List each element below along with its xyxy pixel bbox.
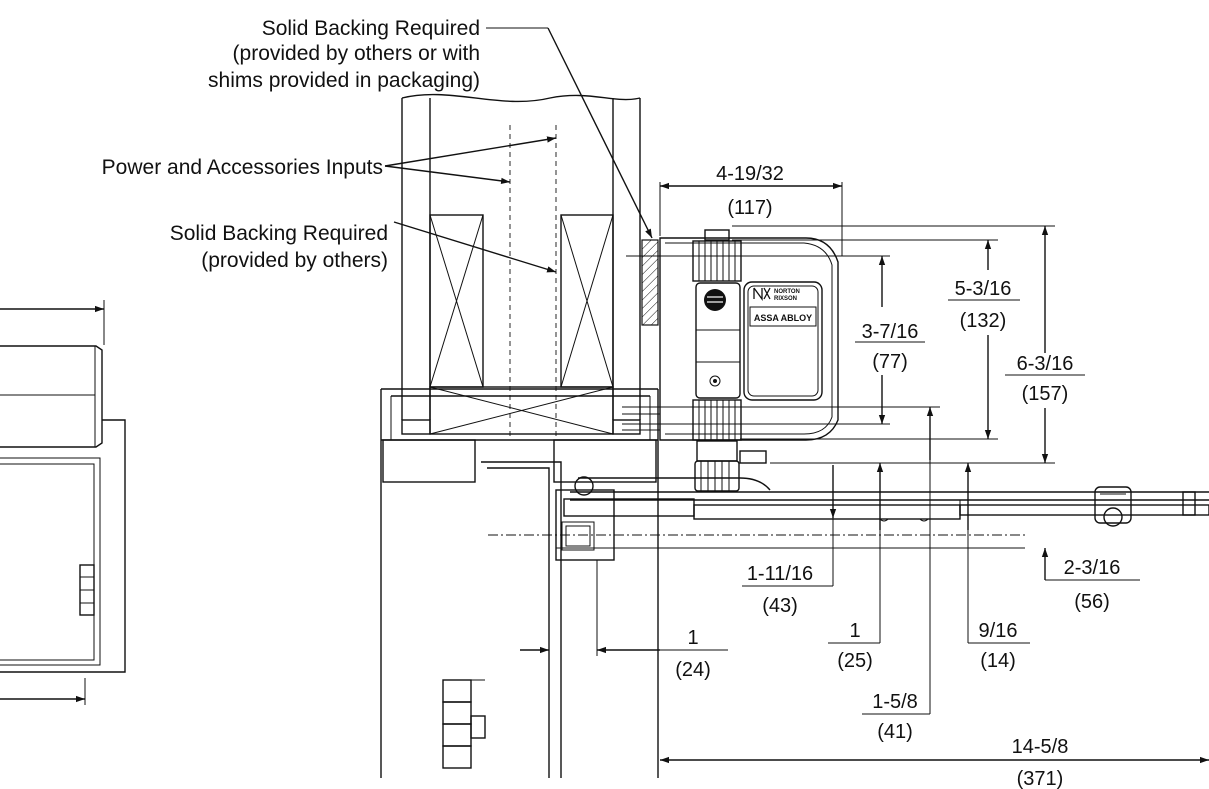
main-arm: [693, 504, 961, 520]
dim-41-imperial: 1-5/8: [872, 691, 918, 713]
spindle-base: [694, 460, 740, 492]
callout-backing-top-line-3: shims provided in packaging): [208, 69, 480, 92]
callout-power-inputs: Power and Accessories Inputs: [102, 156, 383, 179]
dim-157-metric: (157): [1022, 383, 1069, 405]
dim-77-metric: (77): [872, 351, 908, 373]
leader-power-inputs-b: [384, 165, 511, 184]
logo-plate: [743, 281, 823, 401]
callout-backing-top-line-2: (provided by others or with: [233, 42, 480, 65]
frame-profile: [380, 388, 1025, 778]
pivot-left: [574, 476, 594, 496]
dim-157-imperial: 6-3/16: [1017, 353, 1074, 375]
dim-24-imperial: 1: [687, 627, 698, 649]
logo-company: ASSA ABLOY: [754, 313, 812, 323]
dim-77-imperial: 3-7/16: [862, 321, 919, 343]
dim-371-imperial: 14-5/8: [1012, 736, 1069, 758]
left-door-frame: [0, 419, 126, 673]
dimension-geometry: [520, 182, 1209, 764]
wall-section: [401, 93, 659, 440]
dim-371-metric: (371): [1017, 768, 1064, 789]
callout-backing-top-line-1: Solid Backing Required: [262, 17, 480, 40]
arm-shoe: [555, 489, 615, 561]
dimension-text: 4-19/32 (117) 5-3/16 (132) 3-7/16 (77) 6…: [675, 163, 1120, 789]
forearm-pivot: [1094, 486, 1132, 524]
dim-24-metric: (24): [675, 659, 711, 681]
dim-14-imperial: 9/16: [979, 620, 1018, 642]
dim-56-imperial: 2-3/16: [1064, 557, 1121, 579]
adjustment-knob: [704, 289, 726, 311]
dim-56-metric: (56): [1074, 591, 1110, 613]
wall-break-line: [401, 93, 641, 103]
dim-43-imperial: 1-11/16: [747, 563, 813, 585]
logo-brand-line-1: NORTON: [774, 289, 800, 295]
dim-132-imperial: 5-3/16: [955, 278, 1012, 300]
dim-43-metric: (43): [762, 595, 798, 617]
left-closer-body: [0, 345, 103, 448]
dim-14-metric: (14): [980, 650, 1016, 672]
arm-assembly: [563, 476, 1209, 527]
operator-unit: NORTON RIXSON ASSA ABLOY: [659, 229, 839, 492]
callout-text: Solid Backing Required (provided by othe…: [102, 17, 480, 272]
leader-backing-mid: [393, 221, 557, 273]
callout-leaders: [384, 27, 653, 273]
callout-backing-mid-line-1: Solid Backing Required: [170, 222, 388, 245]
dim-41-metric: (41): [877, 721, 913, 743]
leader-backing-top: [547, 27, 653, 239]
dim-25-imperial: 1: [849, 620, 860, 642]
operator-housing: [659, 237, 839, 441]
dim-117-imperial: 4-19/32: [716, 163, 784, 185]
dim-132-metric: (132): [960, 310, 1007, 332]
logo-brand-line-2: RIXSON: [774, 296, 797, 302]
left-partial-view: [0, 300, 126, 705]
dim-117-metric: (117): [727, 197, 772, 219]
leader-power-inputs-a: [384, 136, 557, 167]
shim-hatch: [641, 239, 659, 326]
callout-backing-mid-line-2: (provided by others): [201, 249, 388, 272]
header-blocking: [429, 386, 614, 435]
forearm: [959, 504, 1209, 516]
spindle-housing: [695, 282, 741, 399]
frame-hinge: [442, 679, 486, 769]
dim-25-metric: (25): [837, 650, 873, 672]
